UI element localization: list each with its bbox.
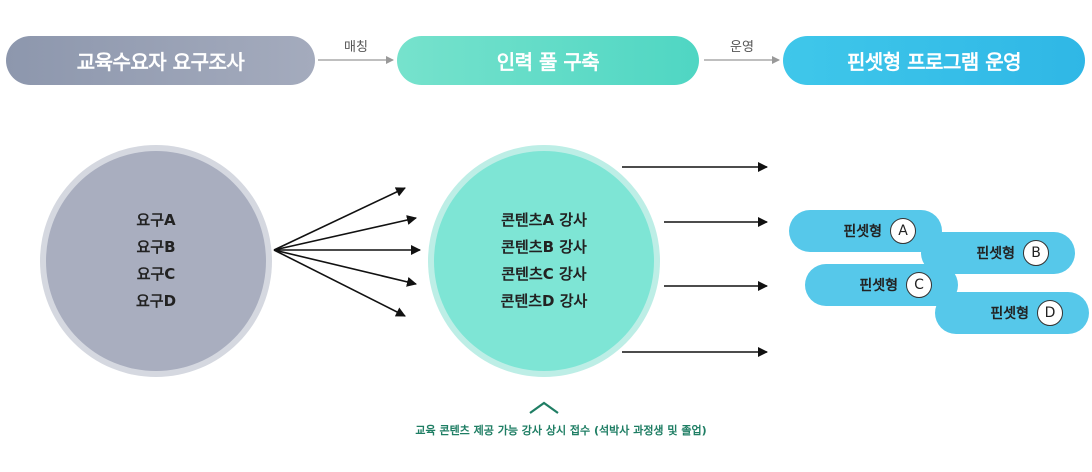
demand-circle: 요구A 요구B 요구C 요구D	[46, 151, 266, 371]
program-badge: A	[890, 218, 916, 244]
program-badge: C	[906, 272, 932, 298]
caret-up-icon	[529, 401, 559, 414]
demand-item: 요구D	[135, 292, 177, 310]
demand-item: 요구A	[136, 211, 176, 229]
program-label: 핀셋형	[859, 278, 898, 294]
demand-item: 요구C	[136, 265, 176, 283]
program-label: 핀셋형	[843, 224, 882, 240]
content-item: 콘텐츠C 강사	[501, 265, 587, 283]
program-badge: B	[1023, 240, 1049, 266]
program-chip-d: 핀셋형 D	[935, 292, 1089, 334]
program-label: 핀셋형	[990, 306, 1029, 322]
fan-arrow-1	[273, 187, 406, 251]
content-item: 콘텐츠D 강사	[500, 292, 588, 310]
program-label: 핀셋형	[976, 246, 1015, 262]
stage-label: 교육수요자 요구조사	[76, 50, 245, 74]
program-chip-c: 핀셋형 C	[805, 264, 958, 306]
content-item: 콘텐츠B 강사	[501, 238, 587, 256]
fan-arrow-5	[273, 249, 406, 317]
stage-talent-pool: 인력 풀 구축	[397, 36, 699, 85]
fan-arrow-2	[273, 215, 417, 251]
connector-label-match: 매칭	[344, 40, 368, 55]
program-badge: D	[1037, 300, 1063, 326]
stage-demand-survey: 교육수요자 요구조사	[6, 36, 315, 85]
content-item: 콘텐츠A 강사	[501, 211, 587, 229]
stage-program-operation: 핀셋형 프로그램 운영	[783, 36, 1085, 85]
fan-arrow-4	[273, 249, 417, 287]
connector-label-operate: 운영	[730, 40, 754, 55]
demand-item: 요구B	[136, 238, 176, 256]
stage-label: 핀셋형 프로그램 운영	[846, 50, 1022, 74]
stage-label: 인력 풀 구축	[496, 50, 600, 74]
footnote-text: 교육 콘텐츠 제공 가능 강사 상시 접수 (석박사 과정생 및 졸업)	[415, 424, 707, 437]
program-chip-a: 핀셋형 A	[789, 210, 942, 252]
content-circle: 콘텐츠A 강사 콘텐츠B 강사 콘텐츠C 강사 콘텐츠D 강사	[434, 151, 654, 371]
